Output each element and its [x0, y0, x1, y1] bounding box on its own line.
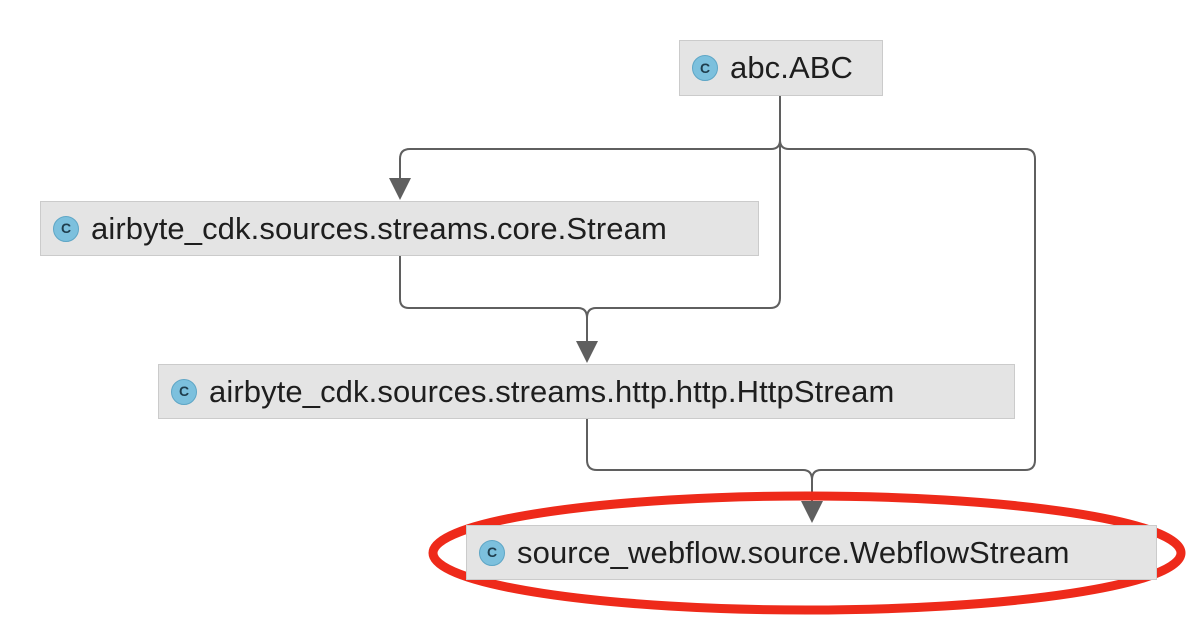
class-node-webflow-stream[interactable]: C source_webflow.source.WebflowStream: [466, 525, 1157, 580]
arrowhead-http: [576, 341, 598, 363]
class-node-http-stream[interactable]: C airbyte_cdk.sources.streams.http.http.…: [158, 364, 1015, 419]
class-icon-letter: C: [486, 544, 498, 560]
class-icon: C: [171, 378, 197, 405]
edge-abc-to-stream: [399, 96, 781, 180]
class-node-stream[interactable]: C airbyte_cdk.sources.streams.core.Strea…: [40, 201, 759, 256]
highlight-ellipse: [428, 491, 1186, 615]
arrowhead-webflow: [801, 501, 823, 523]
edge-stream-to-http: [399, 256, 588, 319]
class-node-abc[interactable]: C abc.ABC: [679, 40, 883, 96]
class-icon: C: [692, 55, 718, 81]
class-icon-letter: C: [699, 59, 711, 76]
class-node-label: airbyte_cdk.sources.streams.core.Stream: [91, 210, 667, 246]
class-icon: C: [479, 539, 505, 566]
class-node-label: source_webflow.source.WebflowStream: [517, 534, 1070, 570]
edge-http-to-webflow: [586, 419, 813, 481]
class-node-label: abc.ABC: [730, 50, 854, 85]
class-icon-letter: C: [60, 220, 72, 236]
class-icon: C: [53, 215, 79, 242]
edge-abc-to-webflow: [779, 96, 1036, 503]
arrowhead-stream: [389, 178, 411, 200]
class-icon-letter: C: [178, 383, 190, 399]
class-node-label: airbyte_cdk.sources.streams.http.http.Ht…: [209, 373, 895, 409]
